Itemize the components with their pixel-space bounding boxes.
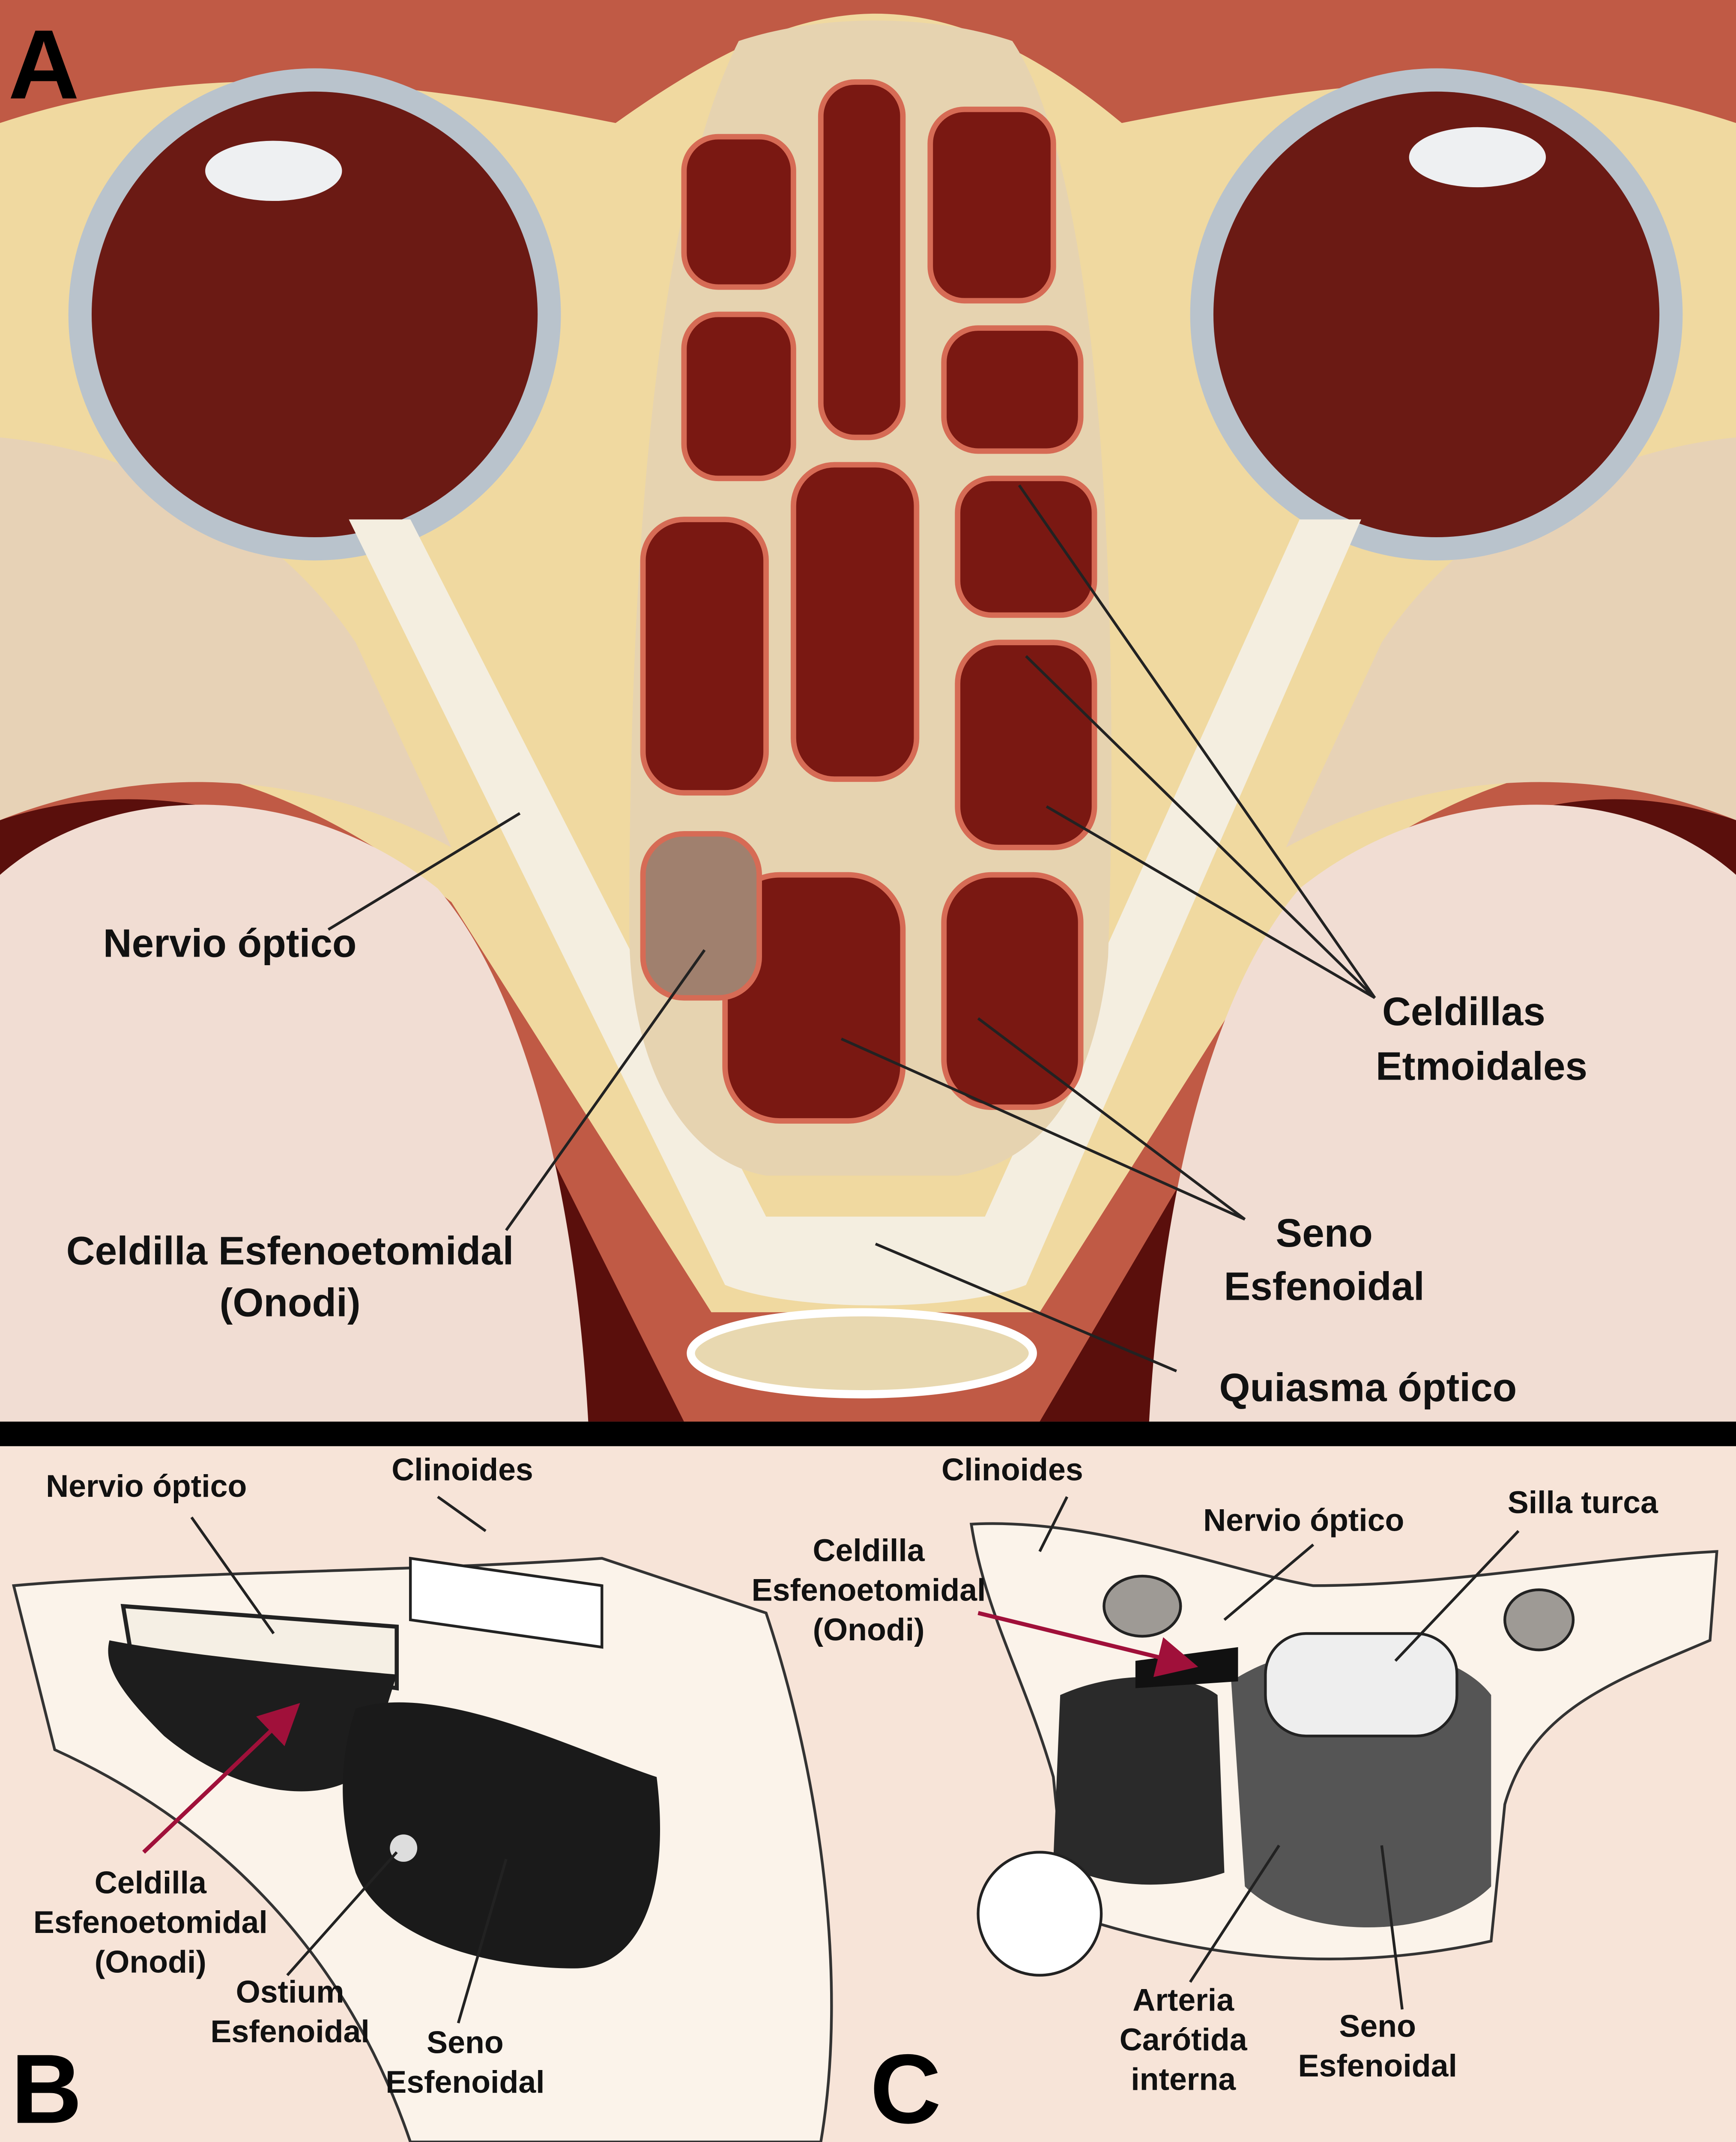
label-seno-b-1: Seno [427,2025,504,2060]
label-arteria-c-1: Arteria [1132,1983,1234,2018]
label-esfenoidal-a: Esfenoidal [1224,1264,1425,1309]
clinoid-b [409,1556,604,1649]
label-seno-c-2: Esfenoidal [1298,2048,1457,2083]
sella-turcica-c [1264,1632,1458,1738]
optic-nerves [349,519,1361,1306]
label-onodi-a: Celdilla Esfenoetomidal [66,1229,514,1273]
ethmoid-cells [640,79,1097,1124]
label-celdillas: Celdillas [1382,989,1545,1034]
label-clinoides-c: Clinoides [941,1452,1083,1487]
panel-a: A Nervio óptico Celdillas Etmoidales Cel… [0,0,1736,1422]
label-onodi-c-2: Esfenoetomidal [752,1572,986,1607]
label-seno-b-2: Esfenoidal [385,2064,544,2100]
label-onodi-b-3: (Onodi) [95,1944,206,1979]
label-seno-c-1: Seno [1339,2008,1416,2043]
optic-nerve-b [120,1604,399,1691]
label-clinoides-b: Clinoides [391,1452,533,1487]
label-onodi-a-paren: (Onodi) [220,1280,361,1325]
lens-right [1409,127,1546,188]
panel-c: C Clinoides Nervio óptico Silla turca Ce… [752,1446,1736,2142]
sella-floor [687,1308,1037,1399]
label-onodi-b-1: Celdilla [95,1865,207,1900]
label-seno-a: Seno [1276,1211,1372,1255]
temporal-lobe-right [1149,805,1736,1422]
sinus-left-c [1053,1677,1225,1885]
ostium-b [390,1834,418,1862]
label-onodi-c-1: Celdilla [813,1533,925,1568]
onodi-cell [640,831,762,1001]
label-ostium-b-1: Ostium [236,1974,344,2010]
sphenoid-bone-right [1286,437,1736,848]
label-arteria-c-3: interna [1131,2062,1236,2097]
label-silla-turca: Silla turca [1508,1485,1658,1520]
onodi-arrow-c [977,1611,1198,1677]
label-etmoidales: Etmoidales [1376,1044,1587,1089]
label-arteria-c-2: Carótida [1120,2022,1248,2057]
leader-lines-b [190,1496,508,2024]
leader-lines-a [327,484,1376,1373]
temporal-lobe-left [0,805,589,1422]
label-quiasma: Quiasma óptico [1219,1365,1517,1410]
panel-letter-b: B [11,2034,82,2142]
panel-letter-a: A [8,9,79,120]
sphenoid-sinus-b [343,1702,660,1968]
onodi-cell-b [108,1640,397,1792]
label-onodi-b-2: Esfenoetomidal [33,1905,268,1940]
divider [0,1421,1736,1446]
label-onodi-c-3: (Onodi) [813,1612,925,1647]
sphenoid-bone-left [0,437,451,848]
label-ostium-b-2: Esfenoidal [210,2014,369,2049]
onodi-arrow-b [142,1703,300,1854]
leader-lines-c [1038,1496,1520,2010]
label-nervio-optico-c: Nervio óptico [1203,1503,1404,1538]
cell-lower-left-c [977,1851,1103,1977]
panel-letter-c: C [870,2034,941,2142]
clinoid-right-c [1503,1588,1575,1651]
lens-left [205,141,342,201]
label-nervio-optico-a: Nervio óptico [103,921,357,966]
panel-b: B Nervio óptico Clinoides Celdilla Esfen… [0,1446,865,2142]
clinoid-left-c [1103,1574,1182,1638]
label-nervio-optico-b: Nervio óptico [46,1469,247,1504]
